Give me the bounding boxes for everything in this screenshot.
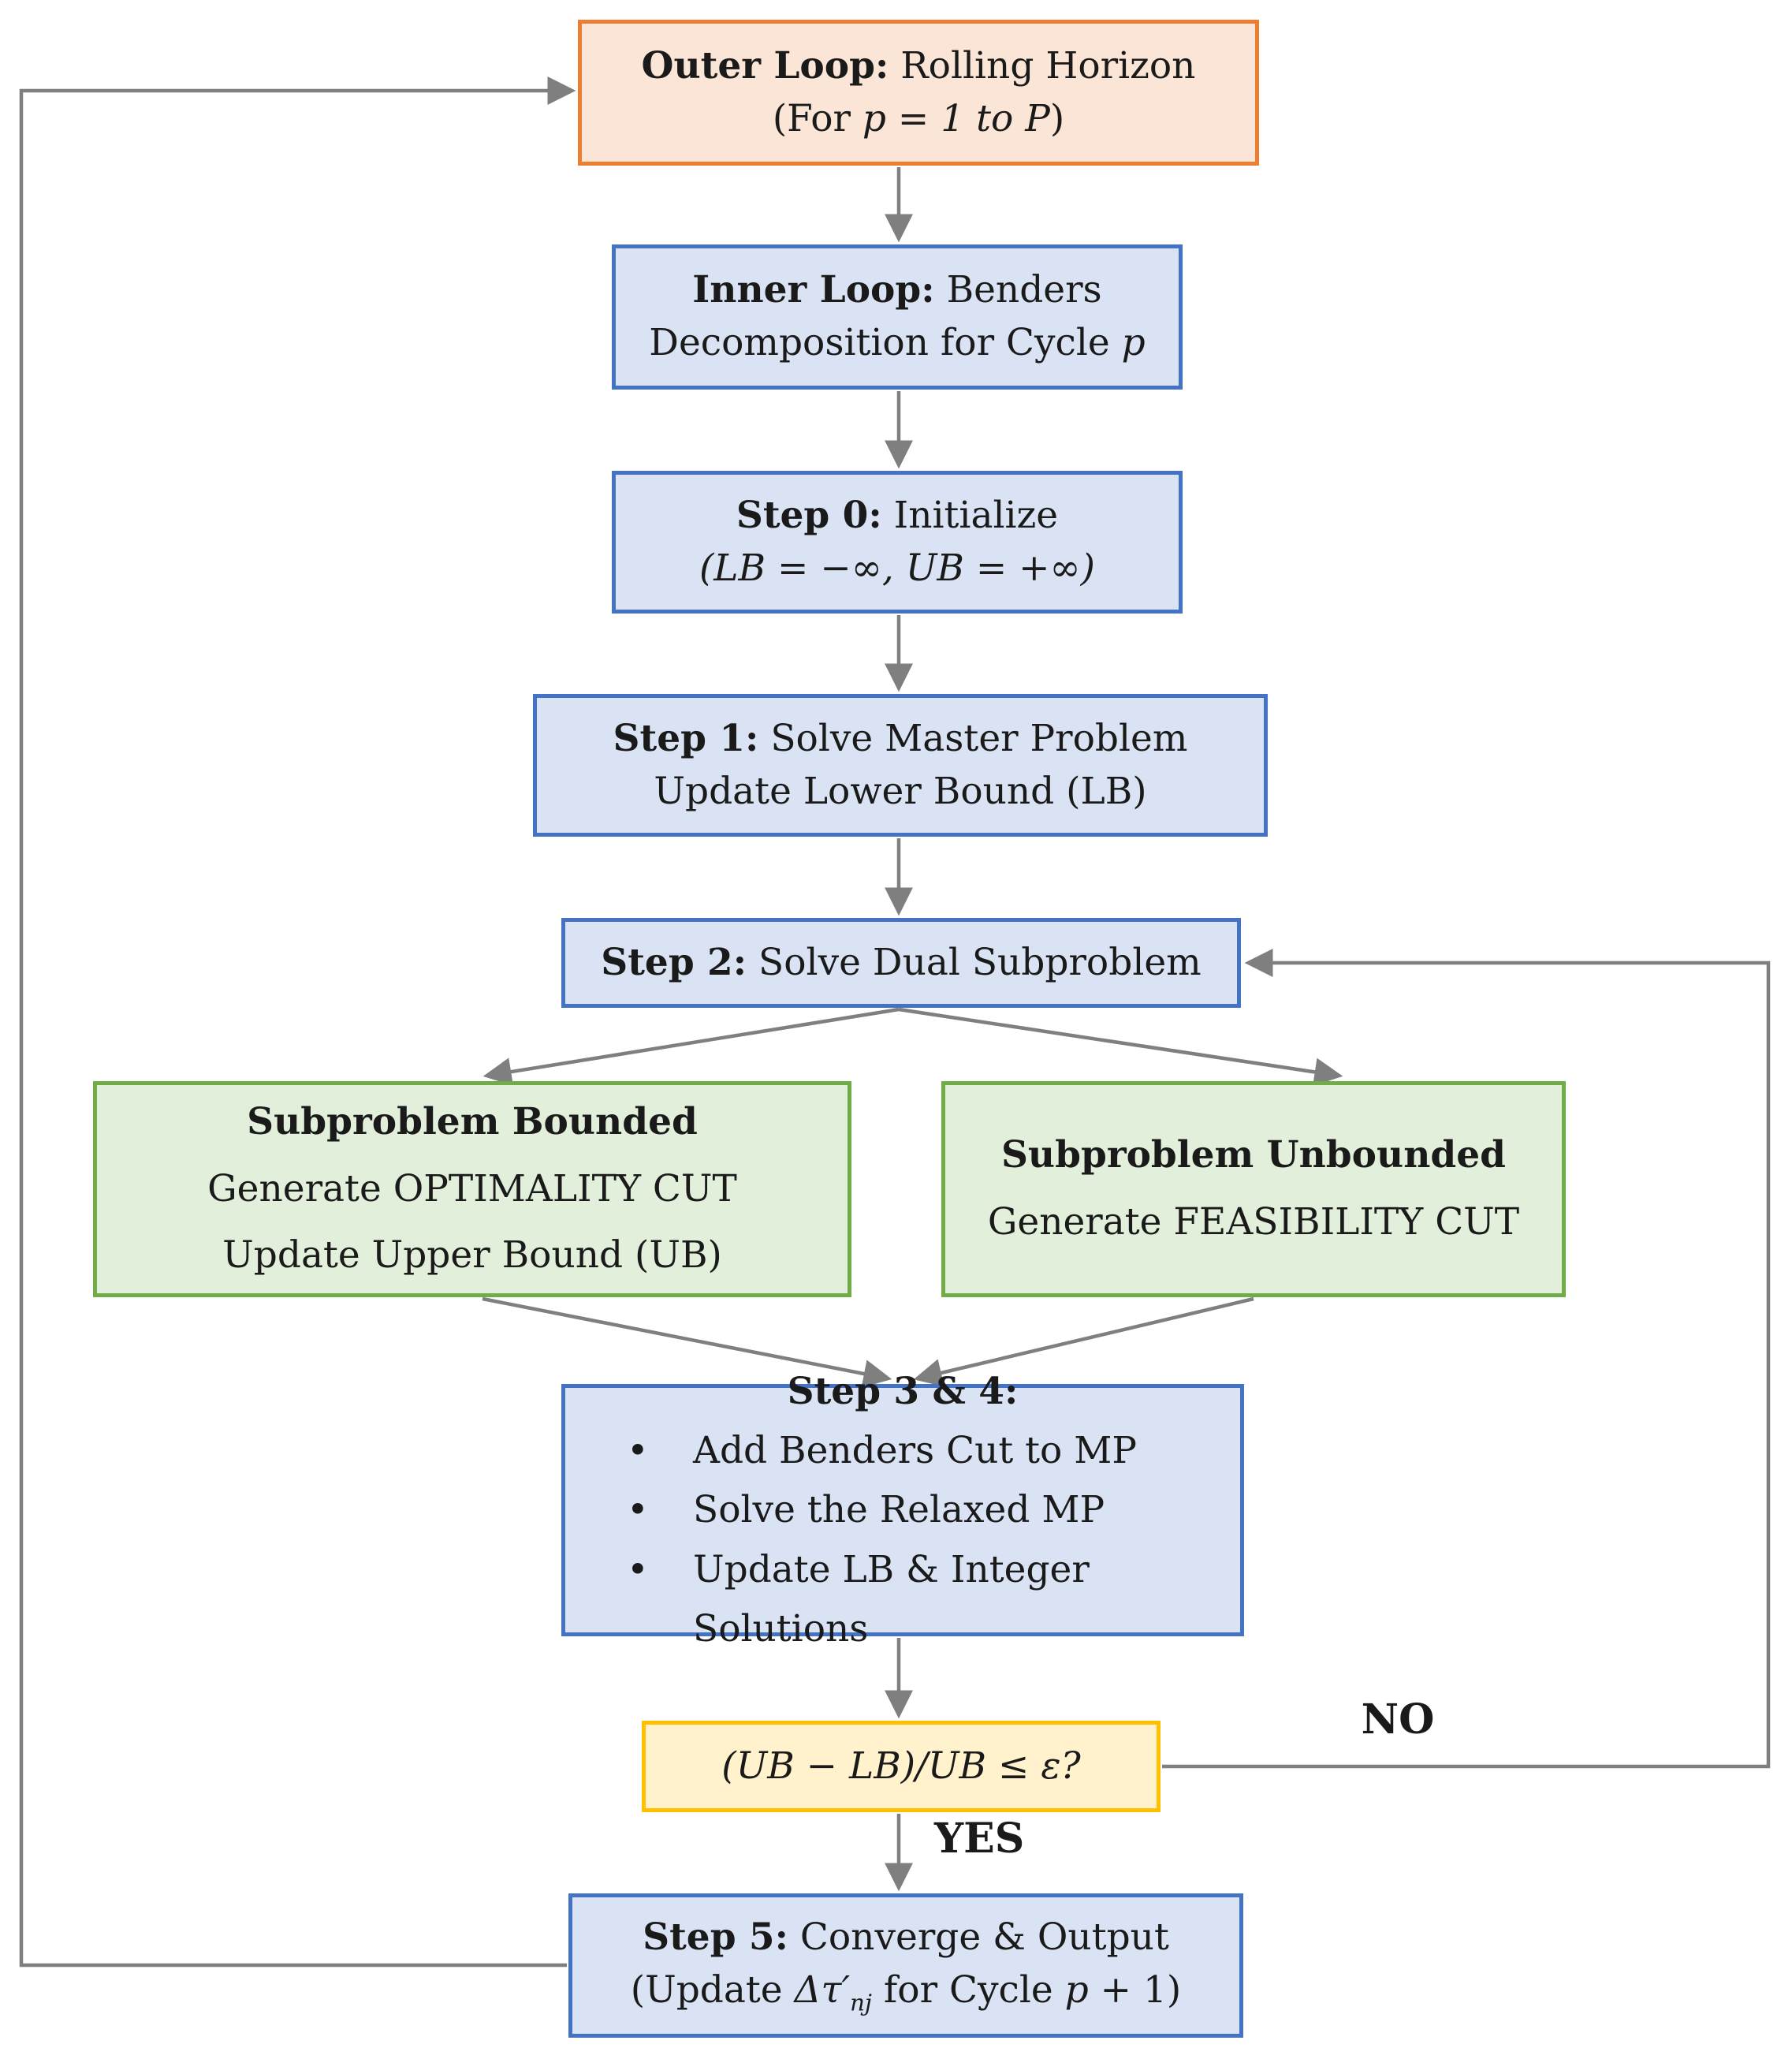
step1-title: Step 1:	[613, 716, 759, 760]
bullet-icon: •	[627, 1429, 649, 1473]
step2-title: Step 2:	[601, 940, 747, 984]
outer-loop-sub-post: )	[1049, 96, 1065, 140]
inner-loop-cycle-var: p	[1121, 321, 1146, 364]
outer-loop-line2: (For p = 1 to P)	[773, 93, 1064, 146]
inner-loop-line1: Inner Loop: Benders	[692, 264, 1101, 317]
step34-bullet-1: Add Benders Cut to MP	[693, 1429, 1138, 1473]
node-step1-master-problem: Step 1: Solve Master Problem Update Lowe…	[533, 694, 1268, 837]
step5-line2: (Update Δτ′nj for Cycle p + 1)	[631, 1964, 1181, 2020]
inner-loop-text: Benders	[934, 268, 1102, 312]
step5-title: Step 5:	[643, 1915, 788, 1960]
edge-label-yes: YES	[934, 1815, 1025, 1863]
step2-line1: Step 2: Solve Dual Subproblem	[601, 937, 1201, 990]
outer-loop-sub-pre: (For	[772, 96, 862, 140]
list-item: • Solve the Relaxed MP	[627, 1480, 1216, 1539]
step1-text: Solve Master Problem	[758, 716, 1188, 760]
inner-loop-line2-text: Decomposition for Cycle	[649, 321, 1122, 364]
node-step2-dual-subproblem: Step 2: Solve Dual Subproblem	[561, 918, 1241, 1008]
edge-decision-no-loop-to-step2	[1162, 949, 1771, 1769]
node-subproblem-unbounded: Subproblem Unbounded Generate FEASIBILIT…	[941, 1081, 1566, 1297]
outer-loop-line1: Outer Loop: Rolling Horizon	[642, 40, 1196, 93]
step5-subscript-nj: nj	[850, 1989, 872, 2016]
step0-title: Step 0:	[736, 493, 882, 537]
unbounded-feasibility-cut: Generate FEASIBILITY CUT	[987, 1200, 1520, 1244]
node-step3-4: Step 3 & 4: • Add Benders Cut to MP • Solv…	[561, 1370, 1244, 1651]
step5-delta-tau: Δτ′	[794, 1968, 851, 2012]
bullet-icon: •	[627, 1488, 649, 1532]
edge-step5-loop-to-outer	[19, 76, 576, 1968]
step2-text: Solve Dual Subproblem	[747, 940, 1201, 984]
bounded-update-ub: Update Upper Bound (UB)	[222, 1233, 722, 1278]
node-subproblem-bounded: Subproblem Bounded Generate OPTIMALITY C…	[93, 1081, 851, 1297]
bounded-optimality-cut: Generate OPTIMALITY CUT	[207, 1166, 737, 1210]
outer-loop-sub-math: p = 1 to P	[862, 96, 1050, 140]
outer-loop-title: Outer Loop:	[641, 43, 889, 88]
step0-text: Initialize	[881, 493, 1059, 537]
step5-sub-mid: for Cycle	[871, 1968, 1065, 2012]
step0-math: (LB = −∞, UB = +∞)	[699, 546, 1096, 590]
step34-bullet-3: Update LB & Integer Solutions	[693, 1547, 1090, 1651]
bullet-icon: •	[627, 1547, 649, 1591]
list-item: • Update LB & Integer Solutions	[627, 1540, 1216, 1658]
edge-step2-to-unbounded	[898, 1007, 1343, 1087]
step34-bullet-2: Solve the Relaxed MP	[693, 1488, 1105, 1532]
outer-loop-text: Rolling Horizon	[889, 43, 1196, 88]
step5-cycle-var: p	[1064, 1968, 1089, 2012]
step1-line2: Update Lower Bound (LB)	[654, 769, 1147, 813]
step34-bullet-list: • Add Benders Cut to MP • Solve the Relaxe…	[565, 1421, 1240, 1658]
step1-line1: Step 1: Solve Master Problem	[613, 713, 1188, 766]
bounded-title: Subproblem Bounded	[247, 1100, 698, 1144]
list-item: • Add Benders Cut to MP	[627, 1421, 1216, 1480]
edge-bounded-to-step34	[482, 1296, 892, 1388]
edge-label-no: NO	[1361, 1695, 1435, 1744]
step5-text: Converge & Output	[788, 1915, 1169, 1960]
step0-line1: Step 0: Initialize	[736, 490, 1058, 543]
edge-unbounded-to-step34	[913, 1296, 1254, 1387]
step34-title: Step 3 & 4:	[787, 1370, 1019, 1414]
step5-sub-pre: (Update	[630, 1968, 795, 2012]
node-step5-converge-output: Step 5: Converge & Output (Update Δτ′nj …	[568, 1893, 1243, 2038]
node-outer-loop: Outer Loop: Rolling Horizon (For p = 1 t…	[578, 20, 1259, 166]
edge-step2-to-bounded	[482, 1007, 900, 1086]
node-inner-loop: Inner Loop: Benders Decomposition for Cy…	[612, 244, 1183, 390]
node-convergence-check: (UB − LB)/UB ≤ ε?	[642, 1721, 1161, 1812]
convergence-condition: (UB − LB)/UB ≤ ε?	[721, 1744, 1081, 1788]
node-step0-initialize: Step 0: Initialize (LB = −∞, UB = +∞)	[612, 471, 1183, 614]
step5-line1: Step 5: Converge & Output	[643, 1912, 1169, 1964]
inner-loop-title: Inner Loop:	[692, 268, 935, 312]
inner-loop-line2: Decomposition for Cycle p	[649, 317, 1145, 370]
unbounded-title: Subproblem Unbounded	[1000, 1133, 1506, 1177]
step5-sub-post: + 1)	[1088, 1968, 1182, 2012]
